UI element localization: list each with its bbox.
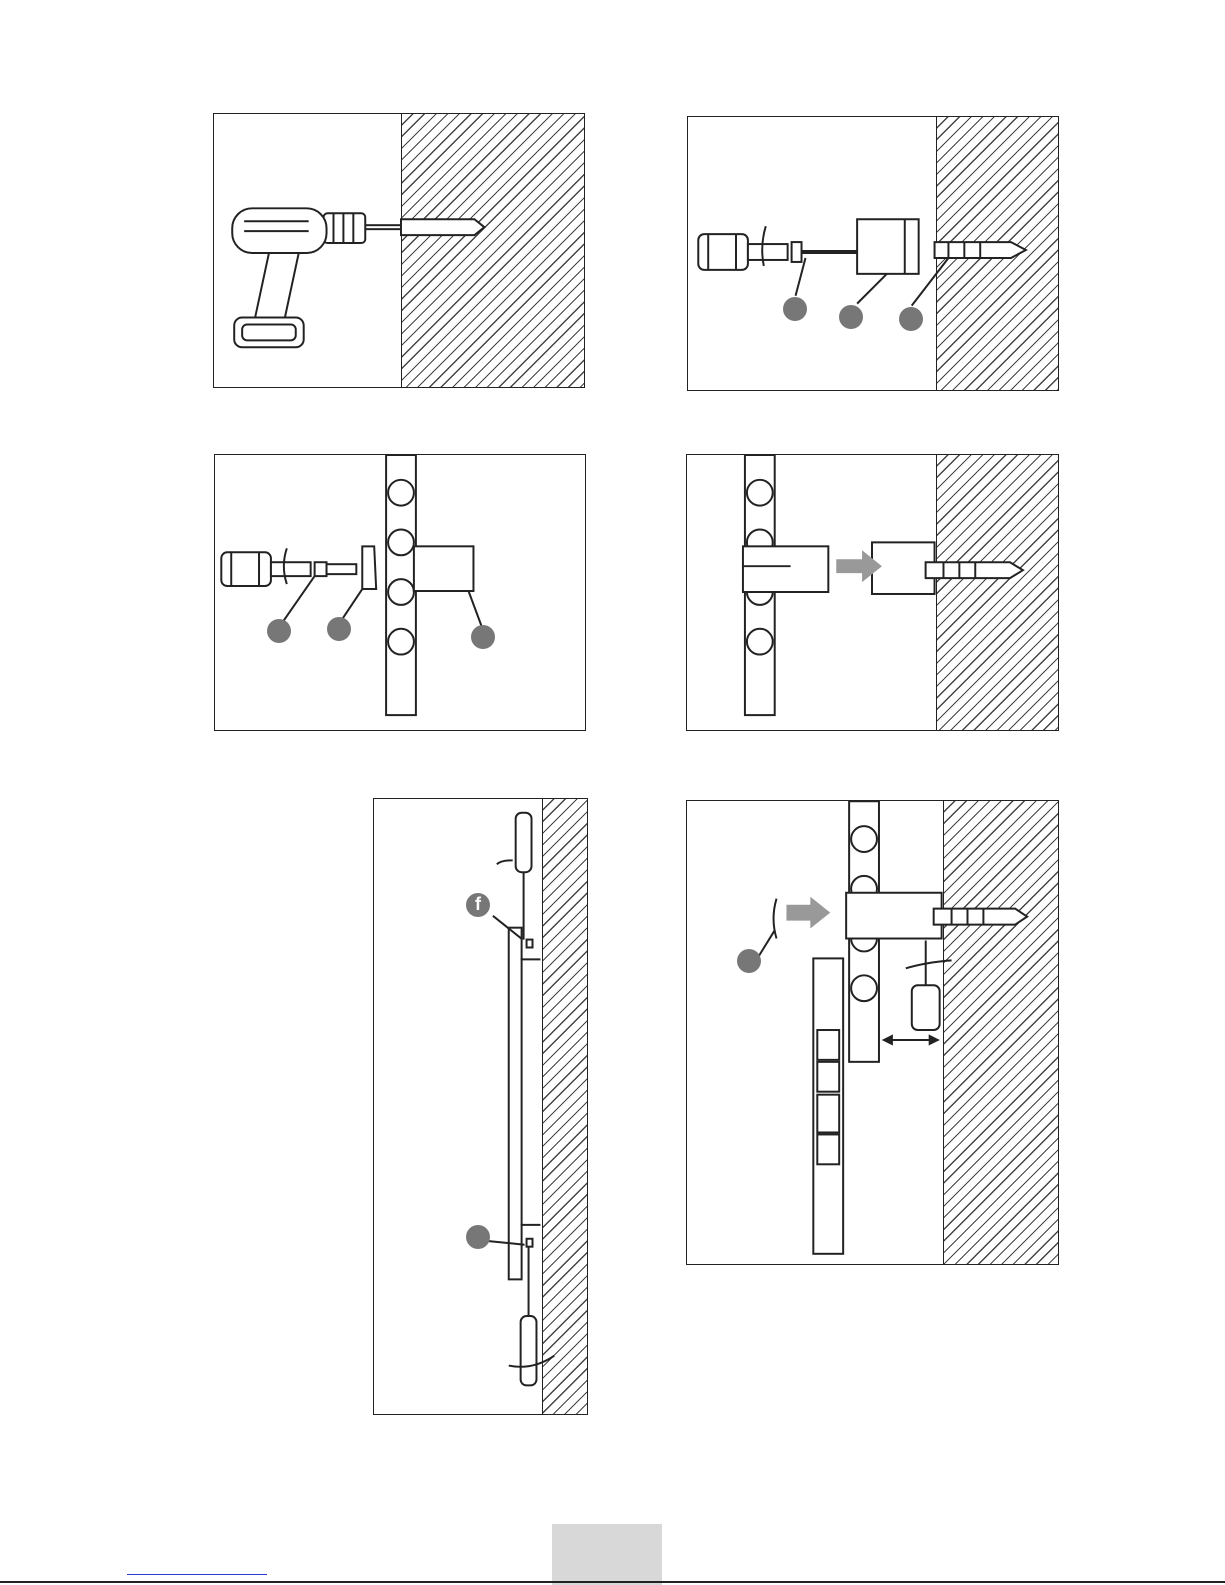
tighten-illustration [374, 799, 587, 1414]
step-4-slide-panel [686, 454, 1059, 731]
bracket-icon [846, 893, 941, 939]
drill-illustration [214, 114, 584, 387]
callout-bracket [839, 305, 863, 329]
wall-plug-icon [934, 909, 1027, 925]
fixings-illustration [688, 117, 1058, 390]
screwdriver-icon [698, 234, 787, 270]
callout-bracket [471, 625, 495, 649]
bracket-icon [414, 546, 474, 591]
screw-thread [327, 564, 357, 574]
rotation-arrow-icon [497, 860, 513, 864]
screwdriver-icon [221, 552, 310, 586]
callout-screw [267, 619, 291, 643]
wall-plug-icon [926, 562, 1023, 578]
radiator-side [509, 928, 522, 1280]
level-illustration [687, 801, 1058, 1264]
callout-f: f [466, 893, 490, 917]
callout-screw [466, 1225, 490, 1249]
step-5-tighten-panel: f [373, 798, 588, 1415]
step-6-level-panel [686, 800, 1059, 1265]
screwdriver-icon [912, 940, 940, 1030]
callout-cap [737, 949, 761, 973]
mount-illustration [215, 455, 585, 730]
page-number-tab [552, 1524, 662, 1585]
footer-rule [0, 1581, 1225, 1583]
screw-head [315, 562, 327, 576]
callout-screw [783, 297, 807, 321]
step-3-mount-panel [214, 454, 586, 731]
callout-wall-plug [899, 307, 923, 331]
footer-link[interactable] [127, 1574, 267, 1575]
step-1-drill-panel [213, 113, 585, 388]
rotation-arrow-icon [906, 960, 952, 968]
radiator-rail [386, 455, 416, 715]
power-drill-icon [232, 208, 484, 347]
bracket-icon [857, 219, 919, 274]
callout-cap [327, 617, 351, 641]
slide-illustration [687, 455, 1058, 730]
step-2-fixings-panel [687, 116, 1059, 391]
arrow-right-icon [786, 897, 830, 929]
screwdriver-icon [516, 813, 532, 940]
spirit-level-icon [813, 958, 843, 1253]
screw-top [527, 940, 533, 948]
screw-bottom [527, 1239, 533, 1247]
cap-icon [362, 546, 376, 589]
wall-plug-icon [935, 242, 1026, 258]
bracket-icon [743, 546, 828, 592]
